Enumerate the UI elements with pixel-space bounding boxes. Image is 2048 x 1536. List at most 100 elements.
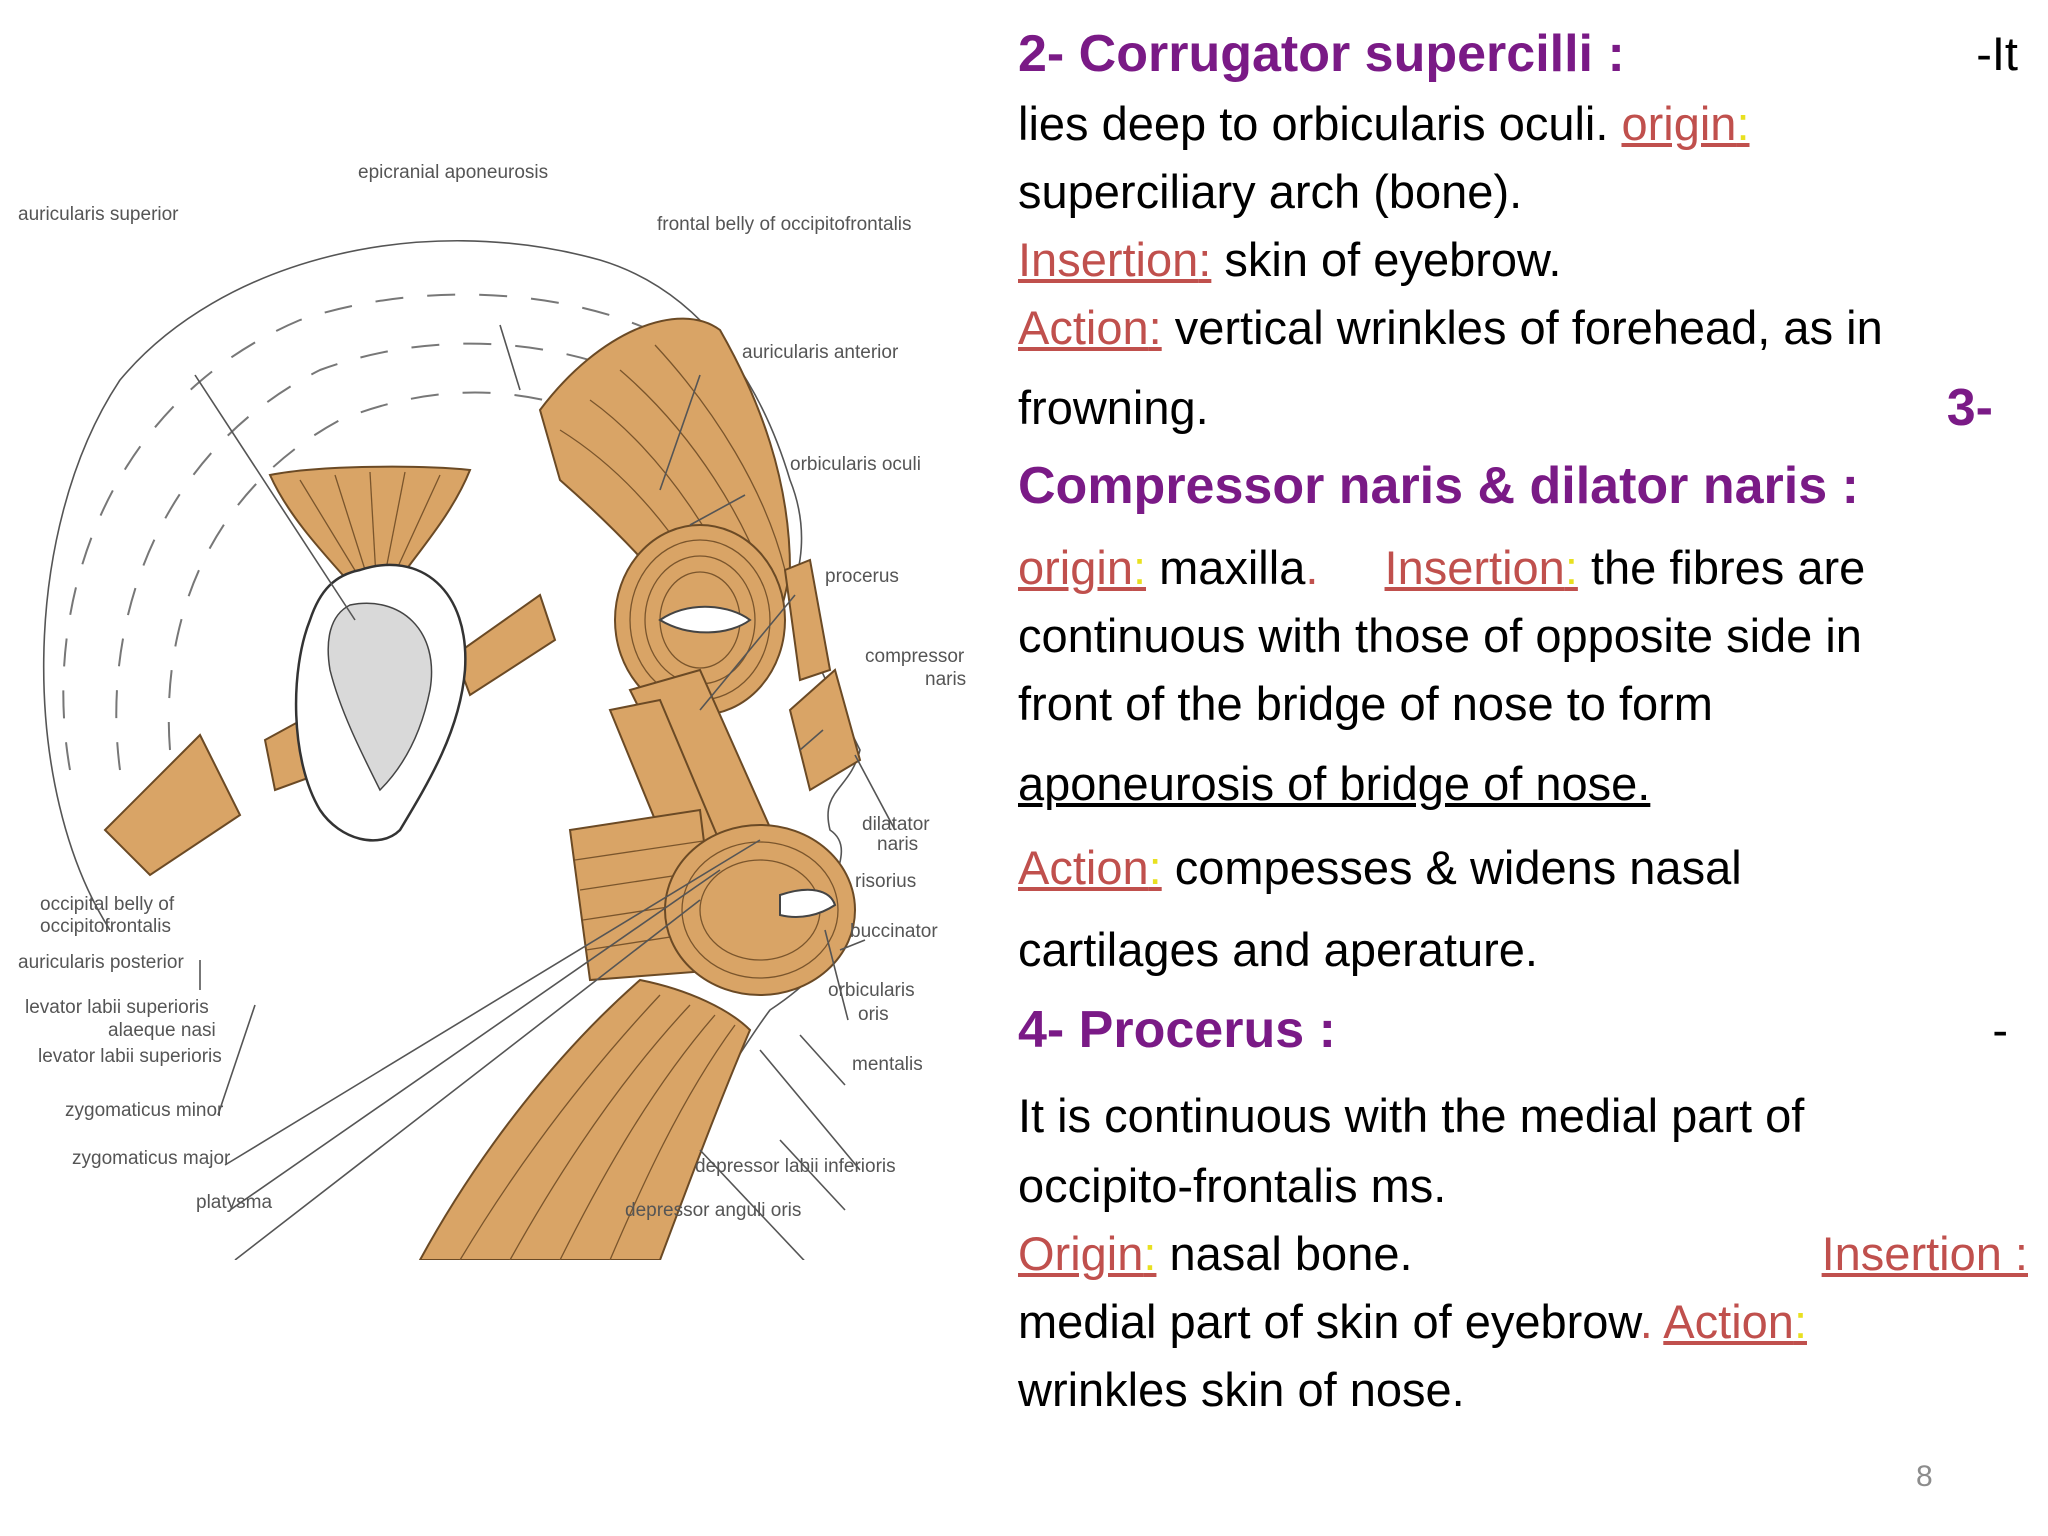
compressor-heading-row: Compressor naris & dilator naris :	[1018, 452, 1859, 521]
label-occipital-belly-1: occipital belly of	[40, 894, 175, 915]
label-platysma: platysma	[196, 1192, 272, 1213]
procerus-action-text: wrinkles skin of nose.	[1018, 1363, 1465, 1416]
corrugator-line-3: Insertion: skin of eyebrow.	[1018, 226, 1561, 294]
label-depressor-anguli: depressor anguli oris	[625, 1200, 801, 1221]
corrugator-heading-tail: -It	[1976, 27, 2018, 80]
label-procerus: procerus	[825, 566, 899, 587]
label-auricularis-posterior: auricularis posterior	[18, 952, 184, 973]
compressor-action-text: compesses & widens nasal	[1174, 841, 1742, 894]
label-zygomaticus-major: zygomaticus major	[72, 1148, 231, 1169]
orbicularis-oris-muscle	[664, 824, 856, 996]
procerus-heading-tail: -	[1992, 1003, 2008, 1056]
label-levator-alaeque-2: alaeque nasi	[108, 1020, 216, 1041]
occipital-belly-muscle	[103, 733, 242, 877]
aponeurosis-text: aponeurosis of bridge of nose.	[1018, 757, 1651, 810]
compressor-heading-number: 3-	[1946, 379, 1993, 437]
label-levator-alaeque-1: levator labii superioris	[25, 997, 209, 1018]
corrugator-heading: 2- Corrugator supercilli :	[1018, 25, 1625, 83]
compressor-heading: Compressor naris & dilator naris :	[1018, 457, 1859, 515]
compressor-line-3: front of the bridge of nose to form	[1018, 670, 1713, 738]
origin-colon-2: :	[1132, 541, 1147, 594]
procerus-muscle	[783, 558, 832, 682]
procerus-line-3: Origin: nasal bone. Insertion :	[1018, 1220, 2028, 1288]
label-auricularis-anterior: auricularis anterior	[742, 342, 899, 363]
insertion-colon: :	[1198, 233, 1212, 286]
corrugator-description: lies deep to orbicularis oculi.	[1018, 97, 1609, 150]
ear-inner	[327, 602, 433, 792]
corrugator-line-1: lies deep to orbicularis oculi. origin:	[1018, 90, 1750, 158]
compressor-insertion-text-2: continuous with those of opposite side i…	[1018, 609, 1862, 662]
eye-opening	[658, 605, 752, 634]
auricularis-superior-muscle	[268, 465, 472, 601]
label-dilator-naris-1: dilatator	[862, 814, 930, 835]
corrugator-line-5: frowning. 3-	[1018, 374, 1993, 442]
label-orbicularis-oris-2: oris	[858, 1004, 889, 1025]
origin-colon: :	[1736, 97, 1750, 150]
action-label-3: Action	[1663, 1295, 1794, 1348]
procerus-heading-row: 4- Procerus : -	[1018, 996, 2008, 1065]
label-orbicularis-oculi: orbicularis oculi	[790, 454, 921, 475]
procerus-line-5: wrinkles skin of nose.	[1018, 1356, 1465, 1424]
label-occipital-belly-2: occipitofrontalis	[40, 916, 171, 937]
corrugator-heading-row: 2- Corrugator supercilli : -It	[1018, 20, 2018, 89]
compressor-insertion-text-3: front of the bridge of nose to form	[1018, 677, 1713, 730]
label-mentalis: mentalis	[852, 1054, 923, 1075]
action-label-2: Action	[1018, 841, 1149, 894]
compressor-line-2: continuous with those of opposite side i…	[1018, 602, 1862, 670]
procerus-heading: 4- Procerus :	[1018, 1001, 1336, 1059]
label-zygomaticus-minor: zygomaticus minor	[65, 1100, 224, 1121]
platysma-fibres	[459, 994, 736, 1260]
label-frontal-belly: frontal belly of occipitofrontalis	[657, 214, 912, 235]
auricularis-anterior-muscle	[453, 593, 557, 697]
label-levator-labii: levator labii superioris	[38, 1046, 222, 1067]
compressor-insertion-text: the fibres are	[1590, 541, 1866, 594]
origin-label-2: origin	[1018, 541, 1133, 594]
compressor-line-1: origin: maxilla. Insertion: the fibres a…	[1018, 534, 1865, 602]
compressor-action-text-2: cartilages and aperature.	[1018, 923, 1538, 976]
platysma-muscle	[418, 978, 752, 1260]
label-compressor-naris-1: compressor	[865, 646, 965, 667]
leader-lines	[194, 324, 896, 1260]
label-auricularis-superior: auricularis superior	[18, 204, 179, 225]
procerus-insertion-dot: .	[1639, 1295, 1653, 1348]
procerus-description-2: occipito-frontalis ms.	[1018, 1159, 1447, 1212]
insertion-label-2: Insertion	[1384, 541, 1565, 594]
label-compressor-naris-2: naris	[925, 669, 966, 690]
aponeurosis-dash-3	[167, 391, 581, 751]
page-number: 8	[1916, 1460, 1933, 1493]
label-orbicularis-oris-1: orbicularis	[828, 980, 915, 1001]
label-buccinator: buccinator	[850, 921, 938, 942]
origin-colon-3: :	[1143, 1227, 1157, 1280]
procerus-description: It is continuous with the medial part of	[1018, 1089, 1805, 1142]
corrugator-origin-text: superciliary arch (bone).	[1018, 165, 1523, 218]
procerus-line-1: It is continuous with the medial part of	[1018, 1082, 1804, 1150]
insertion-label-3: Insertion :	[1821, 1227, 2028, 1280]
corrugator-action-text-2: frowning.	[1018, 381, 1209, 434]
procerus-line-2: occipito-frontalis ms.	[1018, 1152, 1446, 1220]
origin-label: origin	[1621, 97, 1737, 150]
corrugator-insertion-text: skin of eyebrow.	[1224, 233, 1562, 286]
origin-label-3: Origin	[1018, 1227, 1144, 1280]
compressor-line-5: Action: compesses & widens nasal	[1018, 834, 1742, 902]
compressor-line-6: cartilages and aperature.	[1018, 916, 1538, 984]
action-colon-2: :	[1148, 841, 1162, 894]
compressor-origin-dot: .	[1305, 541, 1319, 594]
corrugator-line-2: superciliary arch (bone).	[1018, 158, 1522, 226]
facial-muscles-diagram: epicranial aponeurosis auricularis super…	[18, 162, 966, 1260]
action-colon-3: :	[1793, 1295, 1807, 1348]
compressor-origin-text: maxilla	[1159, 541, 1306, 594]
label-depressor-labii: depressor labii inferioris	[695, 1156, 896, 1177]
corrugator-action-text: vertical wrinkles of forehead, as in	[1174, 301, 1883, 354]
action-label: Action	[1018, 301, 1149, 354]
aponeurosis-dash-1	[62, 293, 651, 771]
procerus-insertion-text: medial part of skin of eyebrow	[1018, 1295, 1640, 1348]
procerus-line-4: medial part of skin of eyebrow. Action:	[1018, 1288, 1807, 1356]
insertion-colon-2: :	[1564, 541, 1578, 594]
insertion-label: Insertion	[1018, 233, 1199, 286]
label-epicranial-aponeurosis: epicranial aponeurosis	[358, 162, 548, 183]
action-colon: :	[1148, 301, 1162, 354]
aponeurosis-dash-2	[115, 342, 621, 771]
procerus-origin-text: nasal bone.	[1169, 1227, 1413, 1280]
compressor-line-4: aponeurosis of bridge of nose.	[1018, 750, 1650, 818]
label-risorius: risorius	[855, 871, 916, 892]
